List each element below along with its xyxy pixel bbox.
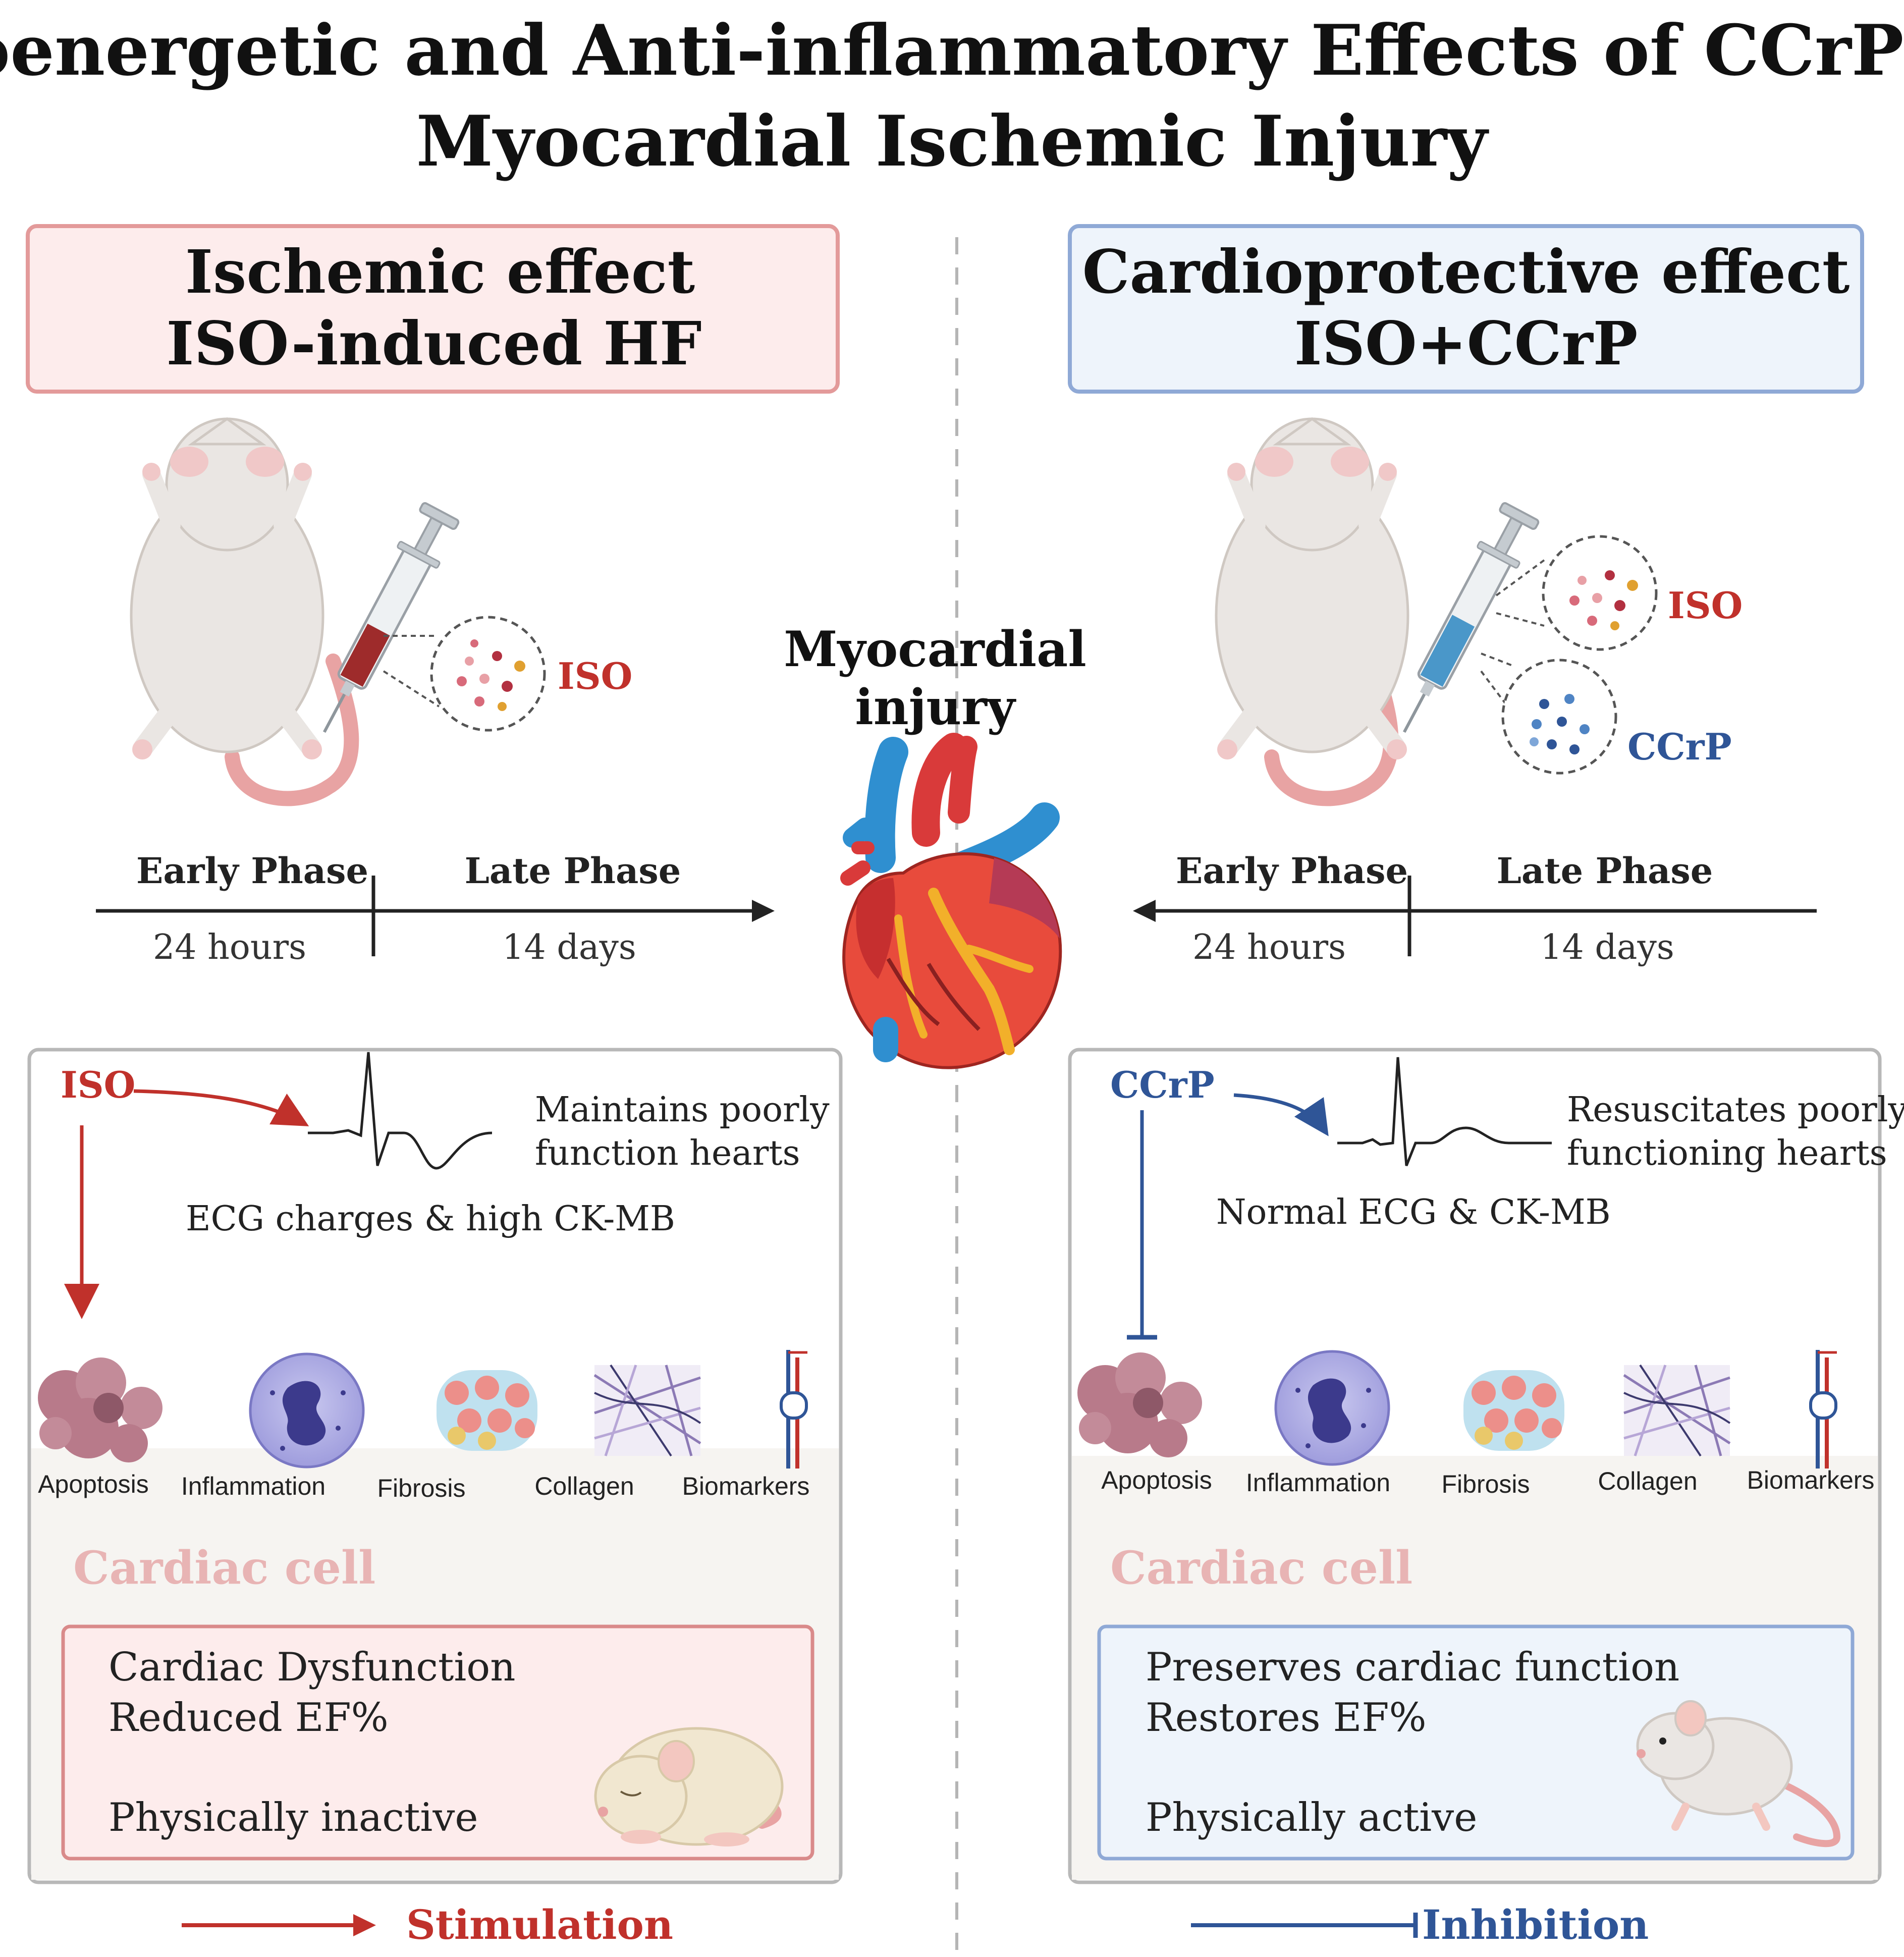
left-icon-label-apoptosis: Apoptosis — [38, 1470, 149, 1498]
left-outcome-line1: Cardiac Dysfunction — [108, 1645, 515, 1690]
right-heart-text-line2: functioning hearts — [1567, 1133, 1887, 1173]
right-syringe-icon — [1402, 502, 1540, 733]
right-icon-label-inflammation: Inflammation — [1246, 1469, 1390, 1497]
center-label-line1: Myocardial — [784, 621, 1086, 678]
right-header-line2: ISO+CCrP — [1294, 308, 1638, 378]
right-callout-line-3 — [1481, 653, 1514, 667]
right-early-phase-label: Early Phase — [1176, 850, 1408, 892]
right-icon-label-collagen: Collagen — [1598, 1467, 1697, 1495]
left-fibrosis-icon — [437, 1370, 537, 1451]
left-inactive-rat-icon — [594, 1727, 784, 1846]
left-collagen-icon — [593, 1364, 701, 1457]
left-header-box: Ischemic effect ISO-induced HF — [26, 224, 840, 394]
right-inflammation-icon — [1274, 1350, 1390, 1466]
right-inhibition-line — [1127, 1110, 1157, 1340]
right-cardiac-cell-label: Cardiac cell — [1110, 1541, 1412, 1595]
left-cardiac-cell-label: Cardiac cell — [73, 1541, 375, 1595]
right-late-phase-label: Late Phase — [1497, 850, 1713, 892]
left-heart-text-line1: Maintains poorly — [535, 1090, 830, 1130]
right-callout-line-2 — [1496, 612, 1545, 627]
right-active-rat-icon — [1636, 1700, 1841, 1847]
right-header-line1: Cardioprotective effect — [1082, 237, 1850, 307]
right-icon-label-biomarkers: Biomarkers — [1747, 1466, 1875, 1494]
left-late-time: 14 days — [502, 928, 636, 967]
right-callout-line-4 — [1480, 670, 1520, 723]
left-header-line2: ISO-induced HF — [166, 308, 701, 378]
right-collagen-icon — [1623, 1364, 1731, 1457]
page-title-line2: Myocardial Ischemic Injury — [416, 100, 1490, 182]
right-ecg-icon — [1337, 1057, 1552, 1166]
right-arrow-to-ecg — [1233, 1093, 1329, 1136]
right-iso-molecules-circle — [1542, 535, 1658, 651]
inhibition-legend-label: Inhibition — [1422, 1901, 1649, 1948]
left-early-phase-label: Early Phase — [136, 850, 368, 892]
left-icon-label-fibrosis: Fibrosis — [377, 1474, 465, 1502]
right-early-time: 24 hours — [1192, 928, 1346, 967]
right-icon-label-fibrosis: Fibrosis — [1441, 1470, 1530, 1498]
right-outcome-box — [1097, 1624, 1855, 1861]
right-outcome-line1: Preserves cardiac function — [1146, 1645, 1679, 1690]
right-outcome-line2: Restores EF% — [1146, 1695, 1427, 1741]
left-agent-label: ISO — [61, 1063, 135, 1106]
left-injection-label: ISO — [558, 655, 632, 697]
left-rat-icon — [130, 417, 359, 806]
right-outcome-line3: Physically active — [1146, 1795, 1477, 1840]
left-callout-line-2 — [383, 670, 440, 708]
left-biomarkers-icon — [780, 1350, 808, 1469]
right-apoptosis-icon — [1077, 1352, 1202, 1457]
left-icon-label-biomarkers: Biomarkers — [682, 1472, 810, 1500]
left-stimulation-arrow-to-ecg — [133, 1089, 309, 1126]
left-outcome-line2: Reduced EF% — [108, 1695, 389, 1741]
right-late-time: 14 days — [1540, 928, 1674, 967]
right-header-box: Cardioprotective effect ISO+CCrP — [1068, 224, 1864, 394]
left-early-time: 24 hours — [153, 928, 306, 967]
left-icon-label-collagen: Collagen — [534, 1472, 634, 1500]
right-agent-label: CCrP — [1110, 1063, 1215, 1106]
right-timeline: Early Phase 24 hours Late Phase 14 days — [1133, 850, 1817, 967]
left-heart-text-line2: function hearts — [535, 1133, 800, 1173]
page-title-line1: Bioenergetic and Anti-inflammatory Effec… — [0, 9, 1904, 91]
inhibition-legend-line — [1191, 1913, 1418, 1938]
heart-icon — [840, 733, 1062, 1069]
left-outcome-line3: Physically inactive — [108, 1795, 478, 1840]
center-label-line2: injury — [855, 679, 1016, 736]
left-timeline: Early Phase 24 hours Late Phase 14 days — [96, 850, 775, 967]
left-late-phase-label: Late Phase — [465, 850, 681, 892]
left-syringe-icon — [322, 502, 460, 733]
right-ccrp-molecules-circle — [1501, 659, 1617, 775]
right-ecg-caption: Normal ECG & CK-MB — [1216, 1192, 1611, 1232]
left-inflammation-icon — [249, 1352, 365, 1469]
left-header-line1: Ischemic effect — [185, 237, 695, 307]
left-icon-label-inflammation: Inflammation — [181, 1472, 325, 1500]
stimulation-legend-label: Stimulation — [406, 1901, 673, 1948]
right-icon-label-apoptosis: Apoptosis — [1101, 1466, 1212, 1494]
right-biomarkers-icon — [1809, 1350, 1837, 1469]
right-injection-label-ccrp: CCrP — [1627, 725, 1732, 768]
right-heart-text-line1: Resuscitates poorly — [1567, 1090, 1904, 1130]
right-callout-line-1 — [1495, 559, 1545, 596]
left-ecg-icon — [308, 1052, 493, 1170]
right-rat-icon — [1215, 417, 1409, 806]
right-fibrosis-icon — [1463, 1370, 1564, 1451]
left-apoptosis-icon — [38, 1357, 162, 1462]
stimulation-legend-arrow — [182, 1914, 376, 1936]
right-injection-label-iso: ISO — [1668, 584, 1743, 627]
left-ecg-caption: ECG charges & high CK-MB — [186, 1199, 675, 1239]
left-iso-molecules-circle — [430, 616, 546, 732]
